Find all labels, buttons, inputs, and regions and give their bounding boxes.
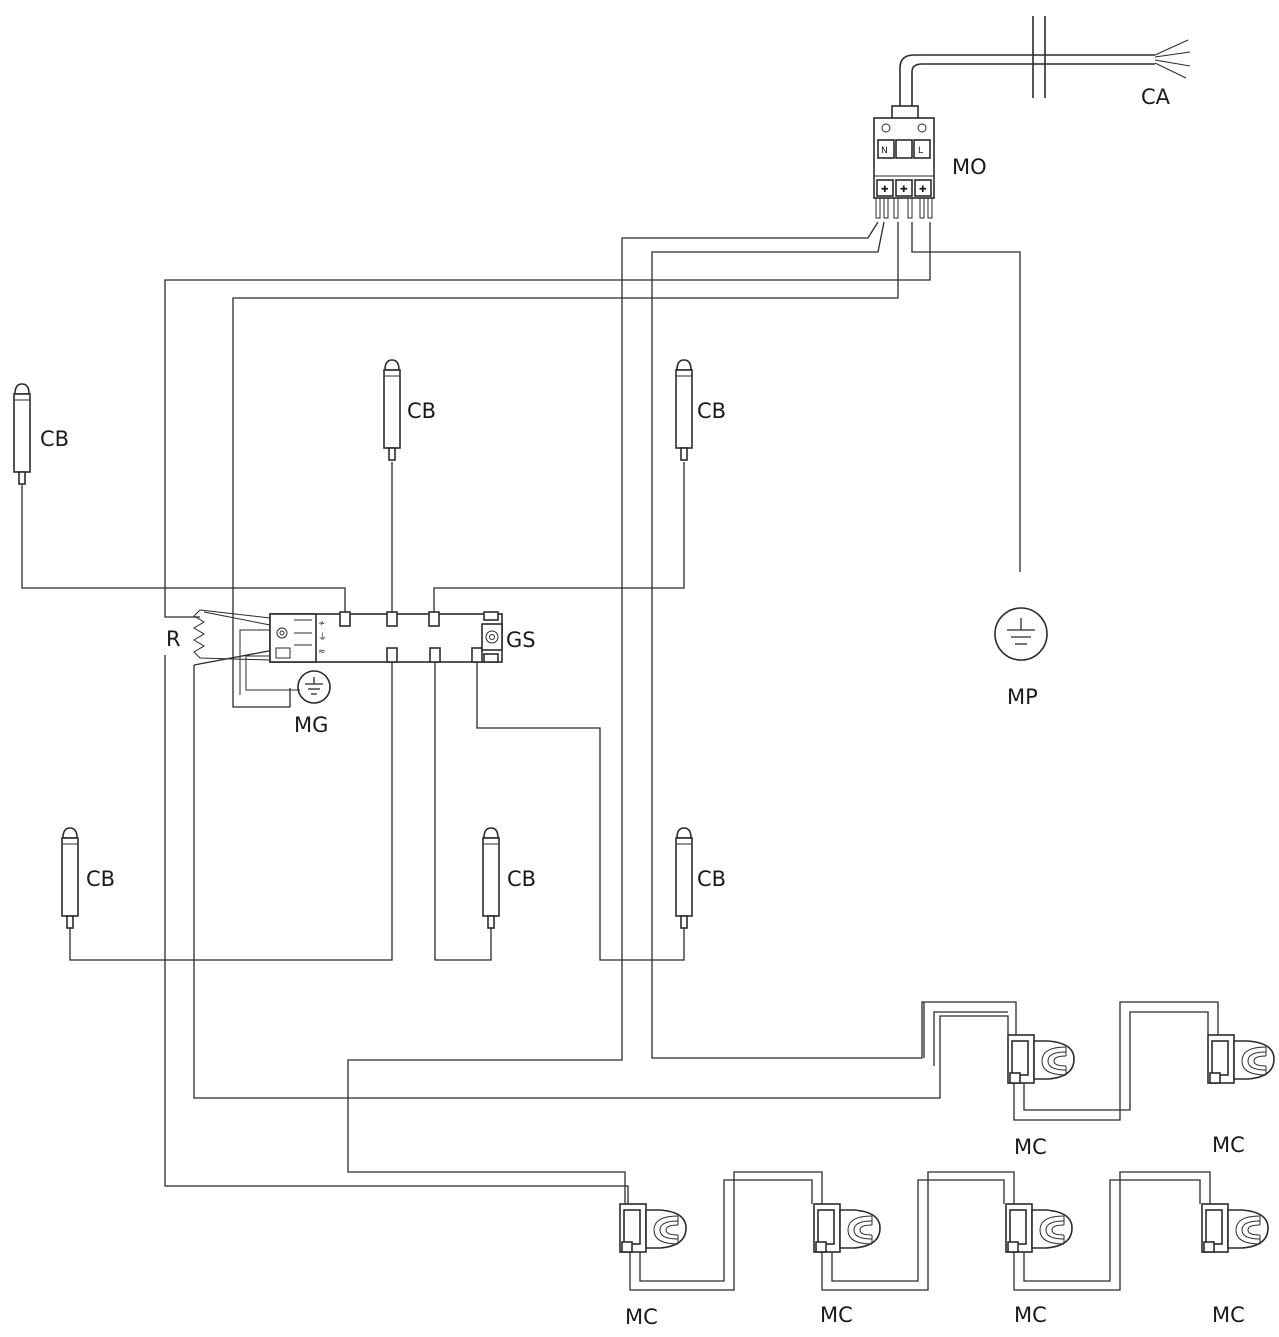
label-mg: MG: [294, 713, 328, 737]
svg-text:⏚: ⏚: [318, 632, 327, 643]
label-mp: MP: [1007, 685, 1038, 709]
mp-ground-icon: [994, 607, 1048, 661]
label-r: R: [166, 627, 181, 651]
gs-board: ≁ ⏚ ≈: [269, 611, 503, 663]
mo-terminal-block: N L ✚ ✚ ✚: [873, 105, 935, 219]
svg-text:✚: ✚: [900, 185, 908, 195]
cb-probe-icon: [13, 383, 31, 485]
cb-probe-icon: [61, 827, 79, 929]
wires: [21, 16, 1219, 1291]
cb-probe-icon: [675, 827, 693, 929]
svg-text:≁: ≁: [318, 619, 326, 629]
svg-text:✚: ✚: [881, 185, 889, 195]
mc-burner-icon: [1005, 1203, 1073, 1253]
power-cable: [899, 54, 1155, 110]
label-cb-5: CB: [507, 867, 536, 891]
cb-probe-icon: [383, 359, 401, 461]
label-mc-3: MC: [625, 1305, 658, 1329]
cb-probe-icon: [482, 827, 500, 929]
label-cb-4: CB: [86, 867, 115, 891]
label-cb-2: CB: [407, 399, 436, 423]
label-gs: GS: [506, 628, 536, 652]
label-mc-2: MC: [1212, 1133, 1245, 1157]
label-mc-1: MC: [1014, 1135, 1047, 1159]
label-ca: CA: [1141, 85, 1171, 109]
cb-probe-icon: [675, 359, 693, 461]
label-mc-5: MC: [1014, 1303, 1047, 1327]
label-cb-3: CB: [697, 399, 726, 423]
label-mc-6: MC: [1212, 1303, 1245, 1327]
label-cb-6: CB: [697, 867, 726, 891]
svg-text:≈: ≈: [318, 647, 326, 657]
mg-ground-icon: [239, 629, 331, 704]
label-mo: MO: [952, 155, 987, 179]
mo-n-mark: N: [881, 146, 888, 156]
mc-burner-icon: [813, 1203, 881, 1253]
r-resistor: [193, 609, 271, 661]
label-cb-1: CB: [40, 427, 69, 451]
label-mc-4: MC: [820, 1303, 853, 1327]
mc-burner-icon: [1007, 1034, 1075, 1084]
cb-probes: [13, 359, 693, 929]
mc-burner-icon: [1207, 1034, 1275, 1084]
mo-l-mark: L: [918, 146, 923, 156]
mc-burners: [619, 1034, 1275, 1253]
svg-text:✚: ✚: [919, 185, 927, 195]
mc-burner-icon: [1201, 1203, 1269, 1253]
mc-burner-icon: [619, 1203, 687, 1253]
